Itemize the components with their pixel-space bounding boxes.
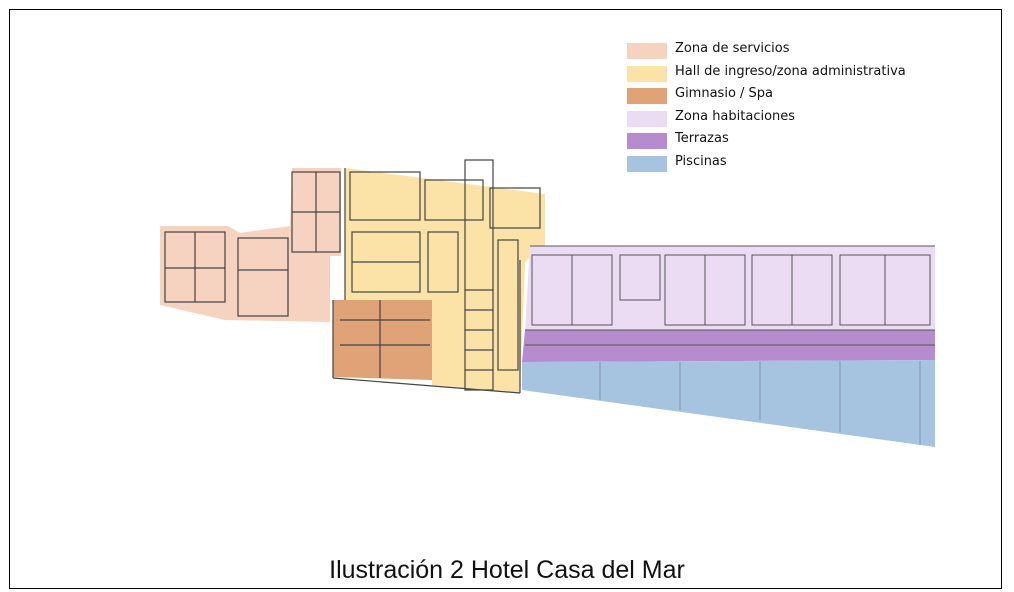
legend-swatch: [627, 110, 667, 127]
legend-swatch: [627, 155, 667, 172]
zone-gimnasio-spa: [333, 300, 432, 380]
legend-label: Hall de ingreso/zona administrativa: [675, 63, 906, 79]
legend-item-terrazas: Terrazas: [627, 130, 957, 153]
legend-label: Zona de servicios: [675, 41, 790, 56]
zone-piscinas: [522, 360, 935, 447]
legend-swatch: [627, 133, 667, 149]
legend-swatch: [627, 43, 667, 59]
pool-grid-lines: [599, 361, 921, 445]
legend-label: Piscinas: [675, 153, 727, 169]
legend-item-gimnasio-spa: Gimnasio / Spa: [627, 85, 957, 108]
legend: Zona de servicios Hall de ingreso/zona a…: [627, 40, 957, 175]
figure-caption: Ilustración 2 Hotel Casa del Mar: [329, 556, 685, 584]
legend-item-hall-admin: Hall de ingreso/zona administrativa: [627, 63, 957, 86]
legend-item-zona-servicios: Zona de servicios: [627, 40, 957, 63]
legend-swatch: [627, 88, 667, 104]
legend-label: Zona habitaciones: [675, 108, 796, 124]
zone-habitaciones: [525, 246, 935, 330]
legend-label: Terrazas: [675, 131, 729, 146]
room-walls: [525, 245, 935, 346]
legend-item-habitaciones: Zona habitaciones: [627, 108, 957, 131]
legend-label: Gimnasio / Spa: [675, 86, 774, 101]
legend-swatch: [627, 65, 667, 82]
plan-walls: [164, 159, 541, 394]
zone-hall-admin: [345, 168, 545, 393]
zone-terrazas: [522, 330, 935, 362]
legend-item-piscinas: Piscinas: [627, 153, 957, 176]
zone-servicios: [160, 168, 341, 322]
